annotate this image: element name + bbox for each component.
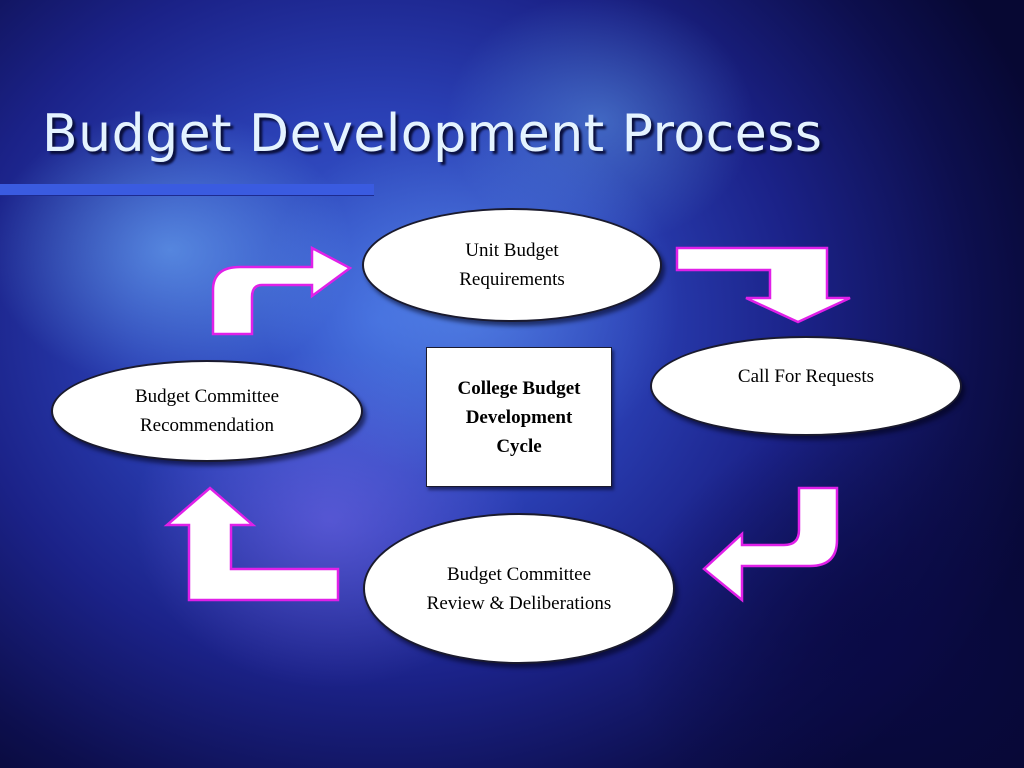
node-unit-budget-requirements: Unit Budget Requirements — [362, 208, 662, 322]
slide-title: Budget Development Process — [42, 104, 823, 164]
node-budget-committee-review: Budget Committee Review & Deliberations — [363, 513, 675, 664]
node-call-label: Call For Requests — [737, 366, 875, 387]
center-cycle-box: College Budget Development Cycle — [426, 347, 612, 487]
node-recommendation-label: Budget Committee Recommendation — [134, 386, 280, 436]
node-call-for-requests: Call For Requests — [650, 336, 962, 436]
node-budget-committee-recommendation: Budget Committee Recommendation — [51, 360, 363, 462]
node-review-label: Budget Committee Review & Deliberations — [426, 563, 612, 614]
center-cycle-label: College Budget Development Cycle — [457, 377, 581, 457]
node-unit-budget-label: Unit Budget Requirements — [459, 240, 565, 290]
title-underline — [0, 184, 374, 195]
